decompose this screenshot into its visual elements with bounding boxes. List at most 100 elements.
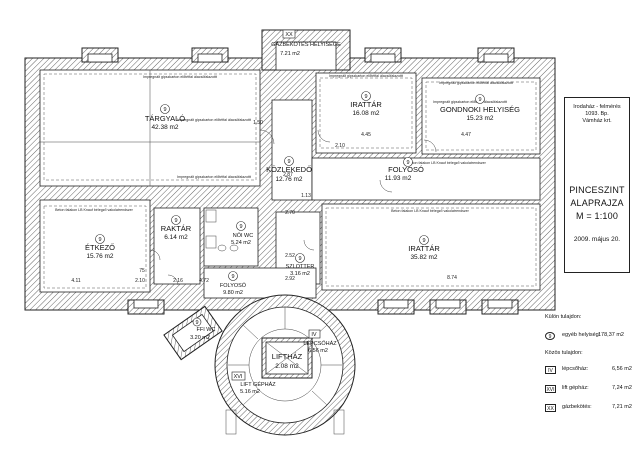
room-area-kozlekedo: 12.76 m2: [275, 176, 302, 183]
dimension-label: 75: [139, 268, 145, 274]
note-impregnalt-5: Impregnált gipszkarton előtétfal álacsöf…: [433, 100, 507, 104]
room-name-raktar: RAKTÁR: [161, 224, 192, 233]
note-beton-3: Beton falakon LB Knauf bélegző vakolatre…: [391, 209, 470, 213]
address-line-1: Irodaház - felmérés: [573, 104, 621, 110]
dimension-label: 2.10: [335, 143, 345, 149]
legend-row: 9 egyéb helyiség: 178,37 m2: [540, 332, 640, 342]
room-name-folyoso-1: FOLYOSÓ: [388, 165, 424, 174]
legend-label: gázbekötés:: [562, 404, 592, 410]
window-bays: [81, 47, 519, 315]
room-tag: XVI: [234, 374, 243, 380]
room-area-lifthaz: 2.08 m2: [275, 363, 299, 370]
note-beton-1: Beton falakon LB Knauf bélegző vakolatre…: [408, 161, 487, 165]
note-impregnalt-4: Impregnált gipszkarton előtétfal álacsöf…: [439, 81, 513, 85]
room-area-lepcsohaz: 6.56 m2: [308, 348, 328, 354]
room-name-kozlekedo: KÖZLEKEDŐ: [266, 165, 312, 174]
legend-marker: XVI: [545, 385, 556, 393]
room-name-ffi-wc: FFI WC: [197, 327, 216, 333]
room-tag: 9: [298, 256, 301, 262]
note-impregnalt-1: Impregnált gipszkarton előtétfal álacsöf…: [177, 175, 251, 179]
room-area-ffi-wc: 3.20 m2: [190, 335, 210, 341]
room-area-raktar: 6.14 m2: [164, 234, 188, 241]
dimension-label: 2.92: [285, 276, 295, 282]
address-line-3: Vámház krt.: [582, 118, 612, 124]
title-block: Irodaház - felmérés 1093. Bp. Vámház krt…: [564, 97, 630, 273]
room-name-szlotter: SZLOTTER: [286, 264, 315, 270]
room-tag: 9: [163, 107, 166, 113]
note-impregnalt-3: Impregnált gipszkarton előtétfal álacsöf…: [329, 74, 403, 78]
room-area-folyoso-1: 11.93 m2: [385, 175, 412, 182]
legend-value: 178,37 m2: [598, 332, 624, 338]
legend-value: 6,56 m2: [612, 366, 632, 372]
room-name-targyalo: TÁRGYALÓ: [145, 114, 185, 123]
stair-tower: [163, 294, 356, 436]
room-tag: 9: [231, 274, 234, 280]
room-tag: 9: [239, 224, 242, 230]
dimension-label: 4.72: [199, 278, 209, 284]
room-area-irattar-2: 35.82 m2: [410, 254, 437, 261]
legend-marker: XX: [545, 404, 556, 412]
dimension-label: 1.50: [253, 120, 263, 126]
room-tag: XX: [285, 32, 293, 38]
dimension-label: 8.74: [447, 275, 457, 281]
room-tag: 9: [174, 218, 177, 224]
legend-row: IV lépcsőház: 6,56 m2: [540, 366, 640, 376]
legend-label: lépcsőház:: [562, 366, 589, 372]
legend-marker: 9: [545, 332, 555, 340]
dimension-label: 2.52: [285, 253, 295, 259]
room-area-irattar-1: 16.08 m2: [352, 110, 379, 117]
dimension-label: 2.10: [135, 278, 145, 284]
legend-row: XVI lift gépház: 7,24 m2: [540, 385, 640, 395]
address-line-2: 1093. Bp.: [585, 111, 609, 117]
room-tag: 9: [406, 160, 409, 166]
plan-scale: M = 1:100: [575, 211, 619, 221]
room-area-liftgephaz: 5.16 m2: [240, 389, 260, 395]
room-area-gazbekotes: 7.21 m2: [280, 51, 300, 57]
legend-label: egyéb helyiség:: [562, 332, 601, 338]
legend-row: XX gázbekötés: 7,21 m2: [540, 404, 640, 414]
note-impregnalt-6: Impregnált gipszkarton előtétfal álacsöf…: [177, 118, 251, 122]
room-tag: 9: [422, 238, 425, 244]
dimension-label: 4.45: [361, 132, 371, 138]
room-area-etkezo: 15.76 m2: [86, 253, 113, 260]
dimension-label: 2.16: [173, 278, 183, 284]
note-impregnalt-2: Impregnált gipszkarton előtétfal álacsöf…: [143, 75, 217, 79]
room-name-gondnoki: GONDNOKI HELYISÉG: [440, 105, 520, 114]
legend-own-heading: Külön tulajdon:: [545, 314, 582, 320]
room-labels: XX GÁZBEKÖTÉS HELYISÉGE 7.21 m2 9 TÁRGYA…: [85, 29, 520, 395]
dimension-label: 4.11: [71, 278, 81, 284]
room-area-noi-wc: 5.24 m2: [231, 240, 251, 246]
lining-notes: Impregnált gipszkarton előtétfal álacsöf…: [55, 74, 513, 213]
legend-marker: IV: [545, 366, 556, 374]
room-name-irattar-2: IRATTÁR: [408, 244, 440, 253]
dimension-labels: 4.45 4.47 2.92 4.11 8.74 1.50 2.10 2.87 …: [71, 120, 471, 284]
room-area-szlotter: 3.16 m2: [290, 271, 310, 277]
note-beton-2: Beton falakon LB Knauf bélegző vakolatre…: [55, 208, 134, 212]
room-name-gazbekotes: GÁZBEKÖTÉS HELYISÉGE: [271, 41, 341, 48]
dimension-label: 2.87: [283, 172, 293, 178]
dimension-label: 1.13: [301, 193, 311, 199]
wc-fixtures: [205, 209, 239, 252]
dimension-label: 2.70: [285, 210, 295, 216]
room-name-lepcsohaz: LÉPCSŐHÁZ: [303, 340, 337, 347]
room-name-lifthaz: LIFTHÁZ: [272, 352, 303, 361]
room-tag: 9: [478, 97, 481, 103]
room-tag: 9: [287, 159, 290, 165]
room-tag-box: [282, 29, 296, 39]
plan-date: 2009. május 20.: [573, 236, 621, 243]
legend-label: lift gépház:: [562, 385, 589, 391]
room-name-etkezo: ÉTKEZŐ: [85, 243, 115, 252]
room-name-folyoso-2: FOLYOSÓ: [220, 282, 247, 289]
room-name-irattar-1: IRATTÁR: [350, 100, 382, 109]
plan-title-line-1: PINCESZINT: [569, 185, 625, 195]
legend-value: 7,24 m2: [612, 385, 632, 391]
legend-common-heading: Közös tulajdon:: [545, 350, 583, 356]
room-tag: 9: [364, 94, 367, 100]
legend-value: 7,21 m2: [612, 404, 632, 410]
room-name-liftgephaz: LIFT GÉPHÁZ: [240, 381, 276, 388]
room-name-noi-wc: NŐI WC: [233, 232, 253, 239]
door-swings: [149, 129, 437, 286]
room-area-targyalo: 42.38 m2: [151, 124, 178, 131]
room-area-gondnoki: 15.23 m2: [466, 115, 493, 122]
